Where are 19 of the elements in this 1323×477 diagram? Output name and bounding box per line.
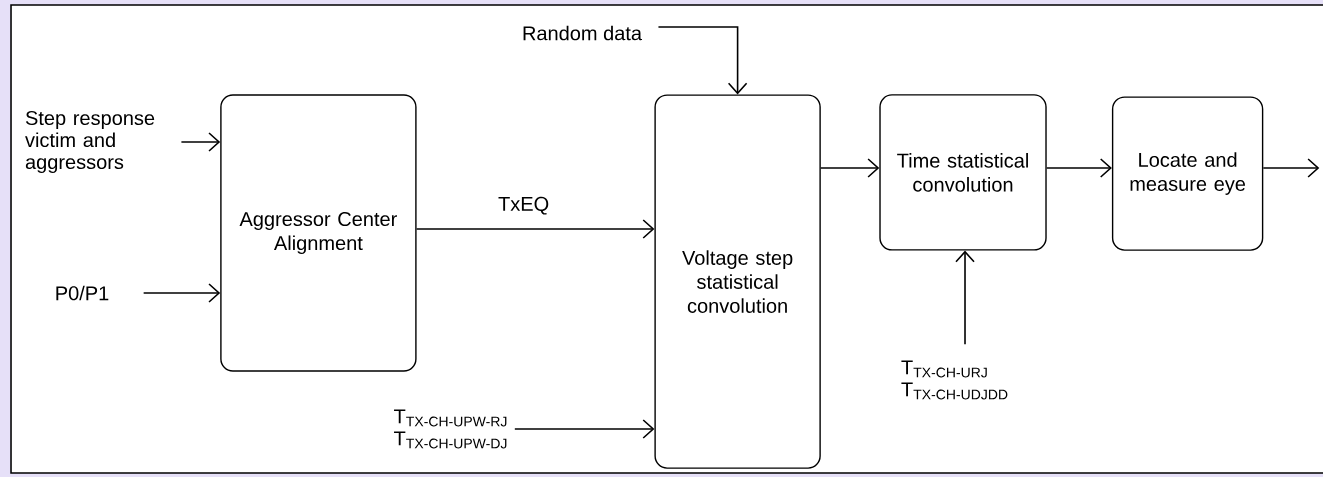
arrow (180, 132, 221, 152)
arrow (142, 283, 221, 303)
input-label: $\text{T}_{\text{TX-CH-URJ}}$ $\text{T}_{\text{TX-CH-UDJDD}}$ (901, 360, 1008, 400)
input-label: Step response victim and aggressors (25, 110, 155, 174)
arrow (514, 419, 655, 439)
process-box: Voltage step statistical convolution (654, 94, 821, 469)
input-label: P0/P1 (56, 285, 109, 301)
arrow (1045, 158, 1112, 178)
arrow (820, 158, 880, 178)
arrow (657, 26, 748, 95)
arrow (1262, 158, 1320, 178)
input-label: $\text{T}_{\text{TX-CH-UPW-RJ}}$ $\text{T}_{\text{TX-CH-UPW-DJ}}$ (394, 409, 507, 449)
process-box: Time statistical convolution (879, 94, 1047, 251)
process-box: Locate and measure eye (1111, 96, 1264, 251)
arrow (955, 250, 975, 345)
process-box: Aggressor Center Alignment (220, 94, 417, 372)
input-label: Random data (523, 25, 642, 41)
edge-label: TxEQ (496, 194, 552, 217)
arrow (415, 219, 655, 239)
